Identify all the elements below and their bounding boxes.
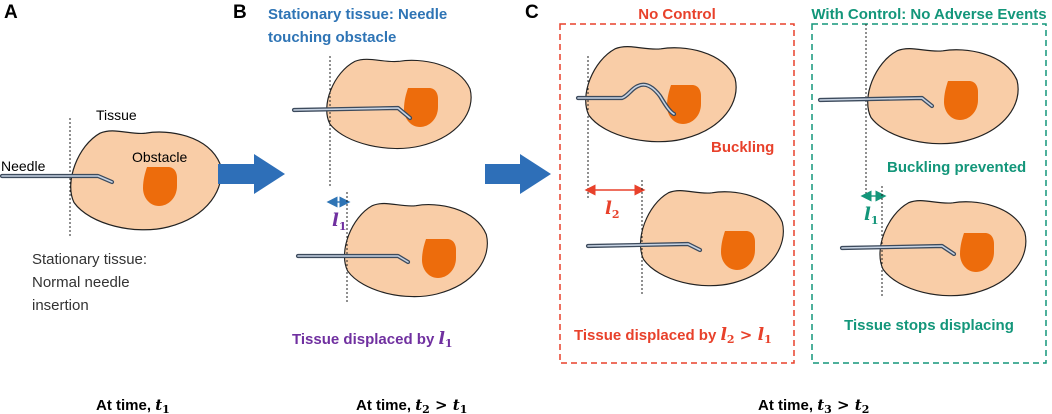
needle-b-top (291, 105, 413, 121)
displacement-label-c-red: l2 (605, 198, 620, 221)
time-label-c: At time, t3 > t2 (758, 396, 869, 414)
obstacle-label: Obstacle (132, 149, 187, 165)
with-control-title: With Control: No Adverse Events (811, 6, 1046, 23)
buckling-label: Buckling (711, 139, 774, 156)
panel-a-caption-line-2: Normal needle (32, 274, 130, 291)
panel-letter-b: B (233, 2, 247, 23)
time-label-b: At time, t2 > t1 (356, 396, 467, 414)
with-control-box: With Control: No Adverse Events Buckling… (811, 6, 1047, 364)
needle-b-bottom (295, 253, 411, 265)
buckled-needle (575, 82, 677, 117)
no-control-caption: Tissue displaced by l2 > l1 (574, 325, 772, 346)
time-label-a: At time, t1 (96, 396, 170, 414)
needle-c-displaced (585, 241, 703, 253)
panel-a-caption-line-1: Stationary tissue: (32, 251, 147, 268)
panel-b: B Stationary tissue: Needle touching obs… (233, 2, 488, 414)
panel-b-title-line-1: Stationary tissue: Needle (268, 6, 447, 23)
panel-letter-a: A (4, 2, 18, 23)
with-control-caption: Tissue stops displacing (844, 317, 1014, 334)
needle-c-controlled-top (817, 95, 935, 109)
panel-a: A Tissue Needle Obstacle Stationary tiss… (0, 2, 222, 414)
no-control-title: No Control (638, 6, 715, 23)
needle-label: Needle (1, 158, 46, 174)
tissue-b-top (326, 58, 472, 150)
transition-arrow-a-b (218, 154, 285, 194)
panel-b-caption: Tissue displaced by l1 (292, 329, 453, 350)
panel-b-title-line-2: touching obstacle (268, 29, 396, 46)
panel-letter-c: C (525, 2, 539, 23)
panel-a-caption-line-3: insertion (32, 297, 89, 314)
tissue-label: Tissue (96, 107, 137, 123)
displacement-label-b: l1 (332, 210, 347, 233)
panel-c: C No Control Buckling l2 (525, 2, 1047, 414)
displacement-label-c-green: l1 (864, 204, 879, 227)
no-control-box: No Control Buckling l2 (559, 6, 795, 364)
transition-arrow-b-c (485, 154, 551, 194)
needle-a (0, 173, 115, 185)
tissue-c-displaced (639, 190, 784, 287)
buckling-prevented-label: Buckling prevented (887, 159, 1026, 176)
tissue-b-bottom (343, 202, 488, 298)
tissue-c-controlled-top (867, 48, 1019, 145)
needle-c-controlled-bottom (839, 243, 957, 257)
